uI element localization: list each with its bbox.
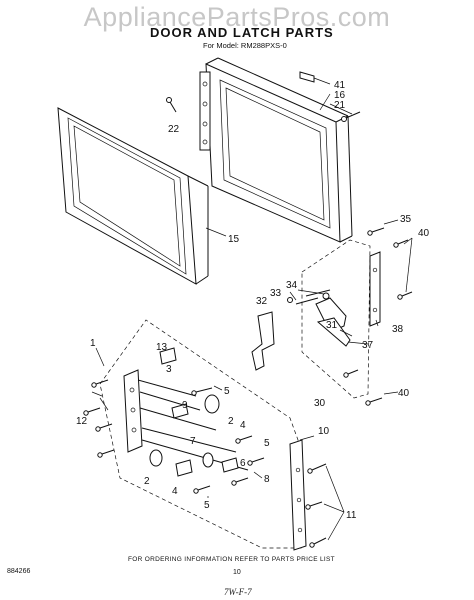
callout-10: 10 bbox=[318, 426, 330, 437]
callout-9: 9 bbox=[182, 400, 188, 411]
callout-4b: 4 bbox=[172, 486, 178, 497]
latch-hook bbox=[251, 311, 275, 371]
door-frame bbox=[199, 57, 353, 243]
callout-8: 8 bbox=[264, 474, 270, 485]
callout-21: 21 bbox=[334, 100, 346, 111]
callout-12: 12 bbox=[76, 416, 88, 427]
door-glass-panel bbox=[57, 107, 209, 285]
screw-22 bbox=[166, 97, 177, 113]
callout-33: 33 bbox=[270, 288, 282, 299]
callout-38: 38 bbox=[392, 324, 404, 335]
screws-5-8 bbox=[191, 387, 265, 494]
callout-15: 15 bbox=[228, 234, 240, 245]
callout-6: 6 bbox=[240, 458, 246, 469]
document-number: 884266 bbox=[7, 568, 31, 575]
callout-3: 3 bbox=[166, 364, 172, 375]
screws-35-40 bbox=[343, 227, 413, 406]
callout-2a: 2 bbox=[228, 416, 234, 427]
callout-2b: 2 bbox=[144, 476, 150, 487]
callout-5c: 5 bbox=[204, 500, 210, 511]
latch-assembly-outline bbox=[301, 239, 371, 399]
latch-levers bbox=[287, 289, 351, 347]
callout-35: 35 bbox=[400, 214, 412, 225]
screws-12 bbox=[83, 379, 115, 458]
screw-21 bbox=[341, 111, 361, 122]
callout-16: 16 bbox=[334, 90, 346, 101]
callout-5b: 5 bbox=[264, 438, 270, 449]
handwritten-note: 7W-F-7 bbox=[224, 587, 252, 597]
callout-11: 11 bbox=[346, 510, 357, 521]
latch-plate bbox=[369, 251, 381, 327]
callout-numbers: 41 16 21 22 15 35 40 34 33 32 31 38 37 3… bbox=[76, 80, 430, 521]
diagram-title: DOOR AND LATCH PARTS bbox=[150, 25, 334, 40]
page-number: 10 bbox=[233, 569, 241, 576]
leader-15 bbox=[205, 227, 227, 237]
callout-22: 22 bbox=[168, 124, 180, 135]
hinge-plate bbox=[123, 369, 143, 453]
door-label bbox=[299, 71, 315, 83]
callout-40-lower: 40 bbox=[398, 388, 410, 399]
callout-34: 34 bbox=[286, 280, 298, 291]
watermark: AppliancePartsPros.com bbox=[83, 2, 391, 32]
callout-31: 31 bbox=[326, 320, 338, 331]
callout-32: 32 bbox=[256, 296, 268, 307]
callout-7: 7 bbox=[190, 436, 196, 447]
callout-40: 40 bbox=[418, 228, 430, 239]
callout-13: 13 bbox=[156, 342, 168, 353]
callout-1: 1 bbox=[90, 338, 96, 349]
hinge-arms bbox=[137, 347, 249, 477]
callout-5a: 5 bbox=[224, 386, 230, 397]
callout-41: 41 bbox=[334, 80, 346, 91]
callout-37: 37 bbox=[362, 340, 374, 351]
callout-30: 30 bbox=[314, 398, 326, 409]
latch-bracket bbox=[289, 439, 307, 551]
callout-4a: 4 bbox=[240, 420, 246, 431]
screws-11 bbox=[305, 463, 327, 548]
model-line: For Model: RM288PXS-0 bbox=[203, 41, 287, 50]
ordering-note: FOR ORDERING INFORMATION REFER TO PARTS … bbox=[128, 556, 335, 563]
